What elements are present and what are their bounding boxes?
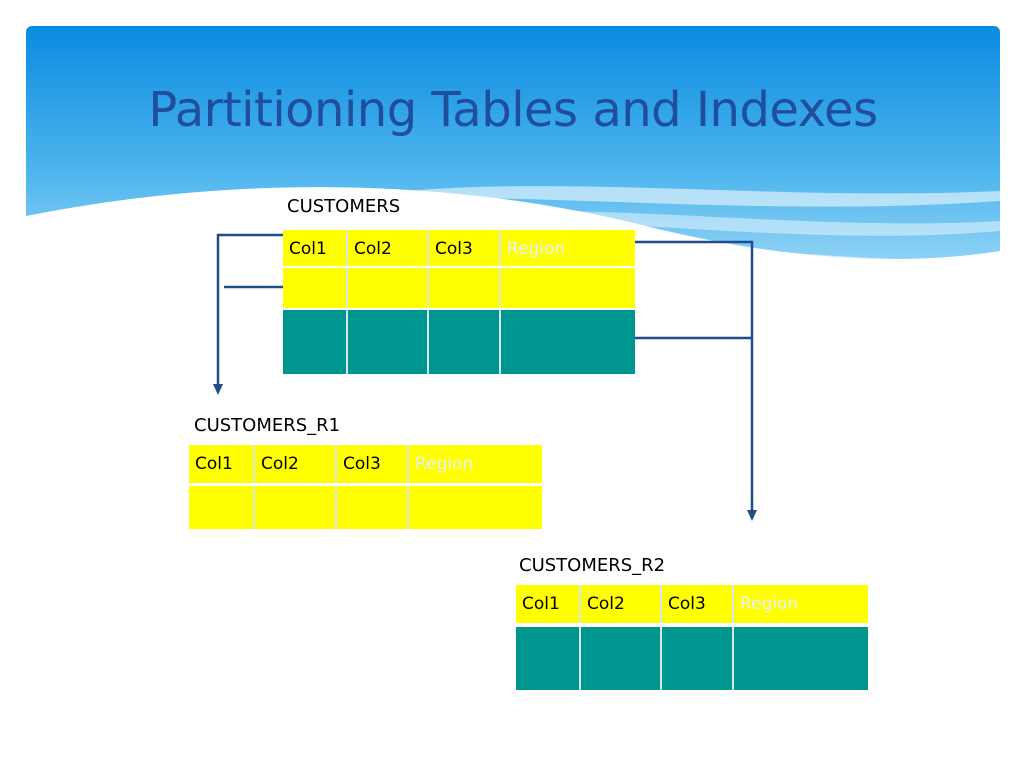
- table-customers: Col1 Col2 Col3 Region: [283, 230, 635, 374]
- arrowhead-down-icon: [213, 384, 223, 395]
- table-cell: [581, 627, 662, 690]
- slide-title: Partitioning Tables and Indexes: [148, 82, 878, 138]
- table-name-customers-r2: CUSTOMERS_R2: [519, 555, 666, 576]
- connector-to-r1: [216, 233, 283, 386]
- table-header-row: Col1 Col2 Col3 Region: [189, 445, 542, 483]
- table-cell: [348, 268, 429, 308]
- column-header: Col2: [581, 585, 662, 623]
- arrowhead-down-icon: [747, 510, 757, 521]
- table-row: [283, 268, 635, 308]
- table-name-customers: CUSTOMERS: [287, 196, 401, 217]
- table-customers-r1: Col1 Col2 Col3 Region: [189, 445, 542, 529]
- column-header: Col1: [283, 230, 348, 266]
- table-cell: [283, 310, 348, 374]
- table-header-row: Col1 Col2 Col3 Region: [283, 230, 635, 266]
- table-cell: [337, 486, 409, 529]
- column-header: Col1: [516, 585, 581, 623]
- table-cell: [283, 268, 348, 308]
- column-header: Col1: [189, 445, 255, 483]
- table-header-row: Col1 Col2 Col3 Region: [516, 585, 868, 623]
- table-row: [516, 627, 868, 690]
- table-cell: [189, 486, 255, 529]
- table-row: [189, 486, 542, 529]
- table-cell: [255, 486, 337, 529]
- column-header: Col3: [337, 445, 409, 483]
- table-name-customers-r1: CUSTOMERS_R1: [194, 415, 341, 436]
- column-header: Col3: [429, 230, 501, 266]
- column-header: Col2: [255, 445, 337, 483]
- table-row: [283, 310, 635, 374]
- column-header: Col2: [348, 230, 429, 266]
- column-header: Region: [507, 239, 566, 259]
- connector-to-r2: [635, 240, 754, 512]
- column-header: Region: [740, 594, 799, 614]
- column-header: Col3: [662, 585, 734, 623]
- column-header: Region: [415, 454, 474, 474]
- table-customers-r2: Col1 Col2 Col3 Region: [516, 585, 868, 690]
- table-cell: [429, 310, 501, 374]
- table-cell: [429, 268, 501, 308]
- table-cell: [662, 627, 734, 690]
- table-cell: [516, 627, 581, 690]
- table-cell: [348, 310, 429, 374]
